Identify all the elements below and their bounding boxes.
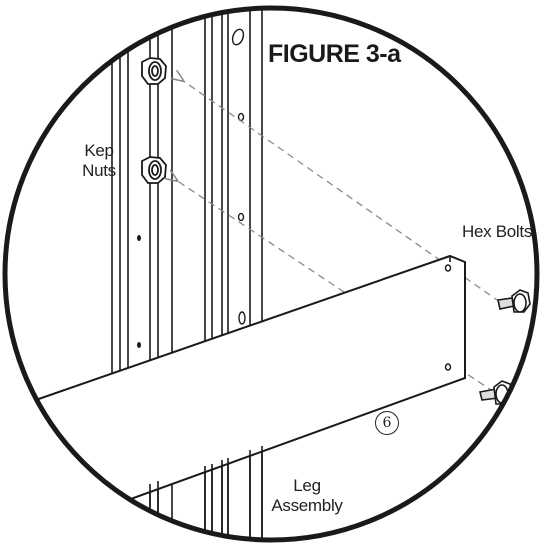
kep-nuts-label: Kep Nuts <box>74 141 124 181</box>
leg-assembly-label: Leg Assembly <box>262 476 352 516</box>
magnified-view <box>29 8 531 540</box>
hex-bolts-label: Hex Bolts <box>461 222 533 241</box>
kep-nut-upper <box>141 57 167 85</box>
figure-title: FIGURE 3-a <box>268 40 401 68</box>
kep-nut-lower <box>141 156 167 184</box>
left-flange-holes <box>137 235 141 348</box>
beam-part-6 <box>29 254 466 501</box>
hex-bolt-upper <box>497 289 531 313</box>
part-number-callout: 6 <box>375 411 399 435</box>
magnifier-circle <box>2 5 540 543</box>
leg-assembly-label-line1: Leg <box>293 476 321 495</box>
kep-nuts-label-line2: Nuts <box>82 161 116 180</box>
kep-nuts-label-line1: Kep <box>84 141 114 160</box>
leg-assembly-label-line2: Assembly <box>271 496 343 515</box>
